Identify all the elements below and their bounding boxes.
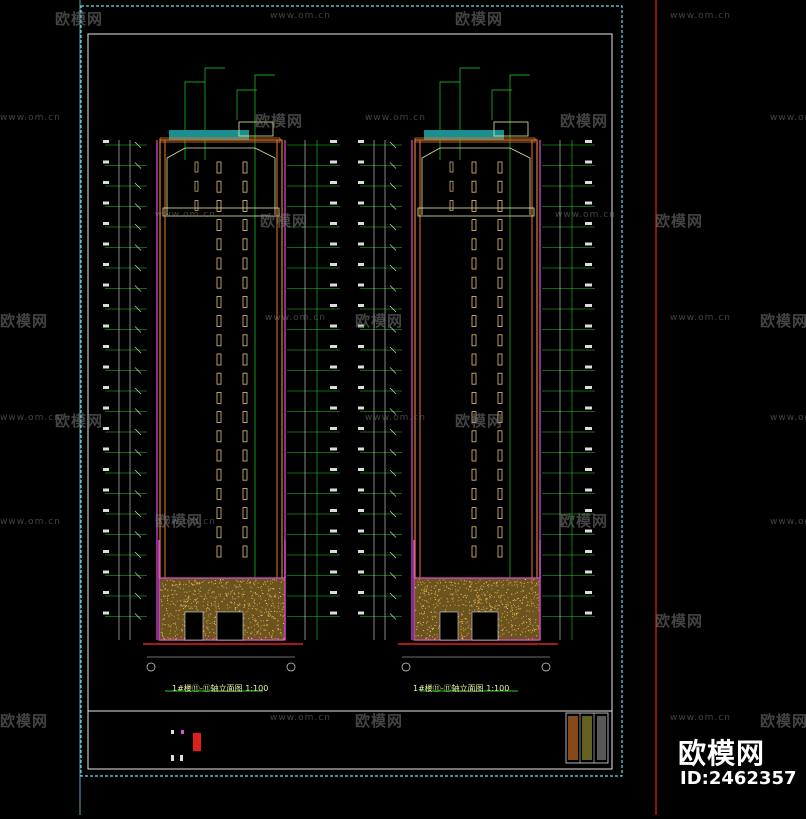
legend-marks: [171, 730, 201, 761]
watermark-logo: 欧模网: [260, 210, 308, 231]
watermark-url: www.om.cn: [155, 517, 216, 527]
building-elevation-right: [358, 68, 595, 691]
watermark-url: www.om.cn: [155, 210, 216, 220]
left-drawing-title: 1#楼⑪-⑪轴立面图 1:100: [172, 683, 268, 694]
building-elevation-left: [103, 68, 340, 691]
watermark-url: www.om.cn: [555, 210, 616, 220]
watermark-url: www.om.cn: [770, 113, 806, 123]
watermark-logo: 欧模网: [655, 210, 703, 231]
title-block-table: [566, 713, 608, 763]
brand-id: ID:2462357: [680, 768, 779, 789]
watermark-url: www.om.cn: [0, 113, 61, 123]
watermark-logo: 欧模网: [355, 710, 403, 731]
watermark-url: www.om.cn: [265, 313, 326, 323]
watermark-url: www.om.cn: [670, 11, 731, 21]
watermark-logo: 欧模网: [560, 110, 608, 131]
watermark-logo: 欧模网: [455, 8, 503, 29]
watermark-logo: 欧模网: [55, 8, 103, 29]
watermark-url: www.om.cn: [270, 11, 331, 21]
watermark-logo: 欧模网: [0, 710, 48, 731]
brand-logo-text: 欧模网: [678, 732, 779, 772]
sheet-outer-frame: [81, 6, 622, 776]
watermark-logo: 欧模网: [760, 310, 806, 331]
watermark-logo: 欧模网: [55, 410, 103, 431]
watermark-logo: 欧模网: [455, 410, 503, 431]
watermark-logo: 欧模网: [560, 510, 608, 531]
watermark-url: www.om.cn: [0, 413, 61, 423]
watermark-url: www.om.cn: [270, 713, 331, 723]
watermark-url: www.om.cn: [770, 517, 806, 527]
watermark-logo: 欧模网: [355, 310, 403, 331]
watermark-logo: 欧模网: [0, 310, 48, 331]
watermark-url: www.om.cn: [670, 713, 731, 723]
watermark-logo: 欧模网: [760, 710, 806, 731]
watermark-logo: 欧模网: [255, 110, 303, 131]
watermark-url: www.om.cn: [770, 413, 806, 423]
watermark-logo: 欧模网: [655, 610, 703, 631]
watermark-url: www.om.cn: [365, 413, 426, 423]
watermark-url: www.om.cn: [365, 113, 426, 123]
watermark-url: www.om.cn: [0, 517, 61, 527]
watermark-url: www.om.cn: [670, 313, 731, 323]
right-drawing-title: 1#楼⑪-⑪轴立面图 1:100: [413, 683, 509, 694]
sheet-inner-frame: [88, 34, 612, 769]
